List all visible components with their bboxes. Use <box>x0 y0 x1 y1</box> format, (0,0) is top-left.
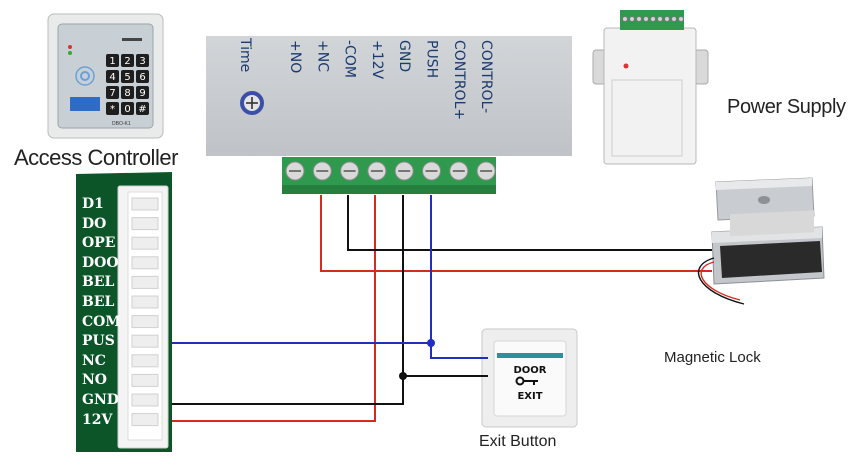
board-pin-label: NC <box>82 352 106 369</box>
connector-slot <box>131 334 159 348</box>
wire-lock-leads <box>700 261 741 301</box>
psu-terminal-screw-icon <box>657 16 663 22</box>
keypad-key-label: 7 <box>109 88 115 99</box>
board-pin-label: OPE <box>82 235 116 252</box>
keypad-key-label: 2 <box>124 56 130 67</box>
keypad-key <box>106 102 119 115</box>
keypad-model: DBO-K1 <box>112 121 131 127</box>
access-controller-board <box>76 172 172 452</box>
connector-slot <box>131 354 159 368</box>
keypad-key <box>106 70 119 83</box>
keypad-key-label: 9 <box>139 88 145 99</box>
time-label: Time <box>237 37 253 72</box>
connector-slot <box>131 393 159 407</box>
board-pin-label: COM <box>82 313 121 330</box>
keypad-key <box>121 86 134 99</box>
board-pin-label: 12V <box>82 411 113 428</box>
access-controller-label: Access Controller <box>14 145 178 170</box>
keypad-key-label: 8 <box>124 88 130 99</box>
keypad-key <box>106 86 119 99</box>
time-adjust-knob <box>240 91 264 115</box>
board-pin-label: NO <box>82 372 107 389</box>
key-icon <box>515 376 538 386</box>
exit-button-exit-text: EXIT <box>517 391 542 402</box>
keypad-key <box>121 70 134 83</box>
psu-terminal-screw-icon <box>629 16 635 22</box>
connector-slot <box>131 236 159 250</box>
keypad-key-label: 0 <box>124 104 130 115</box>
terminal-label: CONTROL- <box>478 40 494 113</box>
wire-black-com-lock <box>347 195 712 251</box>
magnetic-lock-label: Magnetic Lock <box>664 349 761 366</box>
wire-junction-black <box>399 372 407 380</box>
keypad-key <box>106 54 119 67</box>
psu-terminal-screw-icon <box>650 16 656 22</box>
keypad-key-label: 3 <box>139 56 145 67</box>
wire-junction-blue <box>427 339 435 347</box>
terminal-label: -COM <box>342 40 358 78</box>
card-reader-icon <box>75 66 95 86</box>
terminal-label: PUSH <box>424 40 440 78</box>
psu-terminal-screw-icon <box>622 16 628 22</box>
board-pin-label: BEL <box>82 294 115 310</box>
keypad-key <box>136 54 149 67</box>
terminal-label: +12V <box>369 40 385 80</box>
wires <box>172 195 745 422</box>
board-pin-label: DOO <box>82 254 119 271</box>
connector-slot <box>131 413 159 427</box>
connector-slot <box>131 275 159 289</box>
keypad-key-label: # <box>138 104 146 115</box>
keypad-key-label: 4 <box>109 72 115 83</box>
exit-button-device <box>481 328 578 428</box>
psu-terminal-screw-icon <box>664 16 670 22</box>
terminal-label: +NO <box>287 40 303 73</box>
wire-blue-exit <box>430 343 488 359</box>
terminal-label: +NC <box>314 40 330 72</box>
psu-terminal-screw-icon <box>678 16 684 22</box>
keypad-key <box>136 70 149 83</box>
keypad-key <box>136 102 149 115</box>
board-pin-label: PUS <box>82 333 115 350</box>
keypad-key-label: 1 <box>109 56 115 67</box>
keypad-key-label: 6 <box>139 72 145 83</box>
board-pin-label: GND <box>82 392 119 408</box>
connector-slot <box>131 217 159 231</box>
power-supply-unit <box>592 10 709 165</box>
power-led-icon <box>623 63 629 69</box>
exit-button-label: Exit Button <box>479 433 557 450</box>
keypad-key-label: * <box>110 104 115 115</box>
board-pin-label: BEL <box>82 274 115 291</box>
magnetic-lock <box>711 177 825 285</box>
wire-blue-push-board <box>172 195 432 344</box>
wire-black-gnd-board <box>172 195 404 405</box>
power-supply-label: Power Supply <box>727 96 846 118</box>
keypad-key <box>121 54 134 67</box>
keypad-key <box>121 102 134 115</box>
keypad-key <box>136 86 149 99</box>
connector-slot <box>131 197 159 211</box>
board-pin-label: DO <box>82 215 107 232</box>
time-delay-module <box>206 36 572 194</box>
terminal-label: CONTROL+ <box>451 40 467 120</box>
psu-terminal-screw-icon <box>671 16 677 22</box>
psu-terminal-screw-icon <box>643 16 649 22</box>
exit-button-door-text: DOOR <box>513 365 546 376</box>
psu-terminal-screw-icon <box>636 16 642 22</box>
board-pin-label: D1 <box>82 196 104 212</box>
connector-slot <box>131 315 159 329</box>
terminal-label: GND <box>396 40 412 72</box>
keypad-key-label: 5 <box>124 72 130 83</box>
connector-slot <box>131 295 159 309</box>
wire-red-nc-lock <box>320 195 712 272</box>
connector-slot <box>131 256 159 270</box>
wire-red-12v-board <box>172 195 376 422</box>
connector-slot <box>131 373 159 387</box>
